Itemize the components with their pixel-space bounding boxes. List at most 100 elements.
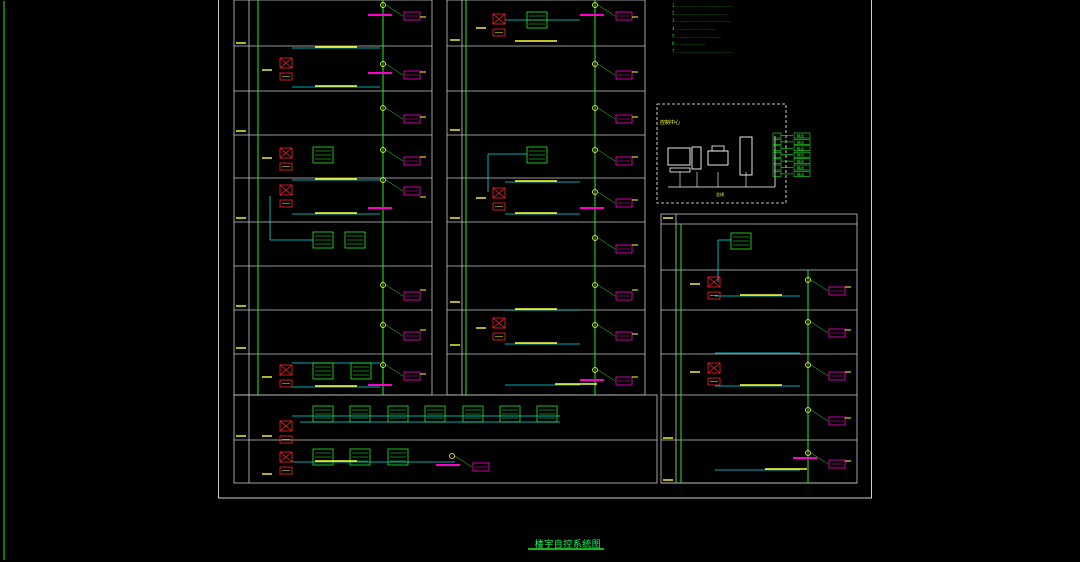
sensor-icon [592,147,598,153]
ddc-controller [350,362,372,380]
ahu-unit [492,13,506,25]
sensor-lead [597,324,616,337]
ahu-label-box [492,332,506,341]
ahu-label-box [707,291,721,300]
sensor-lead [385,4,404,17]
ddc-controller [349,448,371,466]
ahu-label-box [279,199,293,208]
sensor-lead [385,149,404,162]
sensor-icon [380,177,386,183]
sensor-lead [385,179,404,192]
note-line: 7. .....................................… [672,49,732,54]
output-label: 输出 [797,171,805,176]
ahu-unit [707,276,721,288]
ahu-label-box [707,377,721,386]
output-box [793,132,811,139]
ahu-unit [279,420,293,432]
output-module [772,151,782,158]
sensor-tag [615,244,633,254]
sensor-tag [828,286,846,296]
sensor-lead [810,409,829,422]
ddc-controller [312,448,334,466]
panel-title: 控制中心 [660,119,680,126]
sensor-lead [597,63,616,76]
col3-frame [660,213,858,484]
ahu-unit [279,364,293,376]
ahu-cross [279,57,293,69]
ahu-unit [279,57,293,69]
sensor-lead [597,149,616,162]
pc-tower-icon [691,146,702,170]
sensor-icon [592,282,598,288]
note-line: 4. ............................... [672,26,717,31]
sensor-icon [805,277,811,283]
output-box [793,145,811,152]
output-label: 输出 [797,165,805,170]
output-box [793,139,811,145]
sensor-tag [403,331,421,341]
ahu-unit [492,317,506,329]
output-label: 输出 [797,139,805,144]
sensor-icon [380,61,386,67]
ddc-controller [526,11,548,29]
keyboard-icon [669,167,691,173]
output-module [772,139,782,145]
sensor-icon [805,362,811,368]
sensor-tag [403,371,421,381]
printer-icon [707,150,729,166]
sensor-tag [403,70,421,80]
sensor-lead [385,364,404,377]
sensor-icon [592,105,598,111]
design-notes: 1. .....................................… [672,3,732,54]
note-line: 5. ................................... [672,33,722,38]
ahu-label-box [279,162,293,171]
panel-frame [656,103,787,204]
sensor-lead [597,191,616,204]
sensor-icon [380,2,386,8]
sensor-tag [472,462,490,472]
sensor-icon [380,147,386,153]
output-box [793,171,811,177]
ahu-label-box [279,379,293,388]
ahu-unit [707,362,721,374]
output-label: 输出 [797,133,805,138]
basement-frame [233,394,658,484]
ahu-unit [279,147,293,159]
ahu-label-box [492,202,506,211]
ahu-label-box [279,466,293,475]
ahu-cross [492,13,506,25]
sensor-tag [828,459,846,469]
note-line: 3. .....................................… [672,18,731,23]
sensor-tag [403,186,421,196]
output-box [793,164,811,171]
output-module [772,171,782,177]
sensor-tag [403,11,421,21]
ahu-unit [279,184,293,196]
ddc-controller [526,146,548,164]
output-box [793,158,811,164]
sensor-tag [403,291,421,301]
sensor-icon [805,450,811,456]
sensor-lead [385,63,404,76]
sensor-tag [615,70,633,80]
sensor-lead [597,284,616,297]
sensor-tag [403,156,421,166]
ddc-controller [387,448,409,466]
drawing-title: 楼宇自控系统图 [534,540,602,550]
output-label: 输出 [797,152,805,157]
sensor-icon [592,61,598,67]
ahu-unit [279,451,293,463]
note-line: 2. .....................................… [672,11,728,16]
server-icon [739,136,753,176]
ahu-cross [492,187,506,199]
output-label: 输出 [797,146,805,151]
sensor-lead [454,455,473,468]
sensor-icon [592,322,598,328]
output-module [772,132,782,139]
output-module [772,145,782,152]
ahu-label-box [279,72,293,81]
sensor-icon [592,2,598,8]
sensor-lead [385,107,404,120]
sensor-tag [828,328,846,338]
